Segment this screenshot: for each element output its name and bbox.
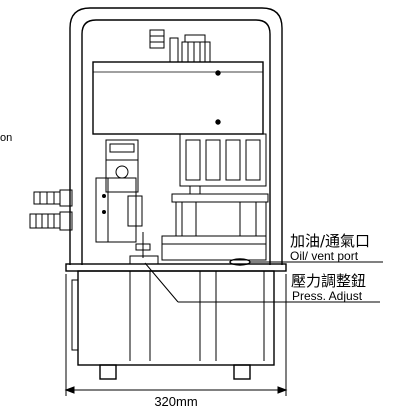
motor-housing <box>161 133 269 261</box>
frame-inner <box>81 19 271 265</box>
valve-block <box>95 139 143 243</box>
press-adjust-cn-label: 壓力調整鈕 <box>291 272 366 290</box>
foot-left <box>99 364 117 380</box>
oil-port-cn-label: 加油/通氣口 <box>290 232 370 250</box>
reservoir-tank <box>77 270 275 366</box>
left-fragment-label: on <box>0 132 12 144</box>
width-dimension-label: 320mm <box>154 394 197 409</box>
top-fittings <box>149 29 211 63</box>
dimension-line <box>64 274 288 396</box>
press-adjust-knob <box>129 232 159 265</box>
leader-lines <box>144 261 383 303</box>
foot-right <box>233 364 251 380</box>
oil-port-en-label: Oil/ vent port <box>290 249 359 263</box>
quick-couplers <box>29 189 73 231</box>
cover-plate <box>92 61 264 135</box>
press-adjust-en-label: Press. Adjust <box>292 289 363 303</box>
frame-outer <box>69 7 283 265</box>
reservoir-flange <box>65 263 287 272</box>
